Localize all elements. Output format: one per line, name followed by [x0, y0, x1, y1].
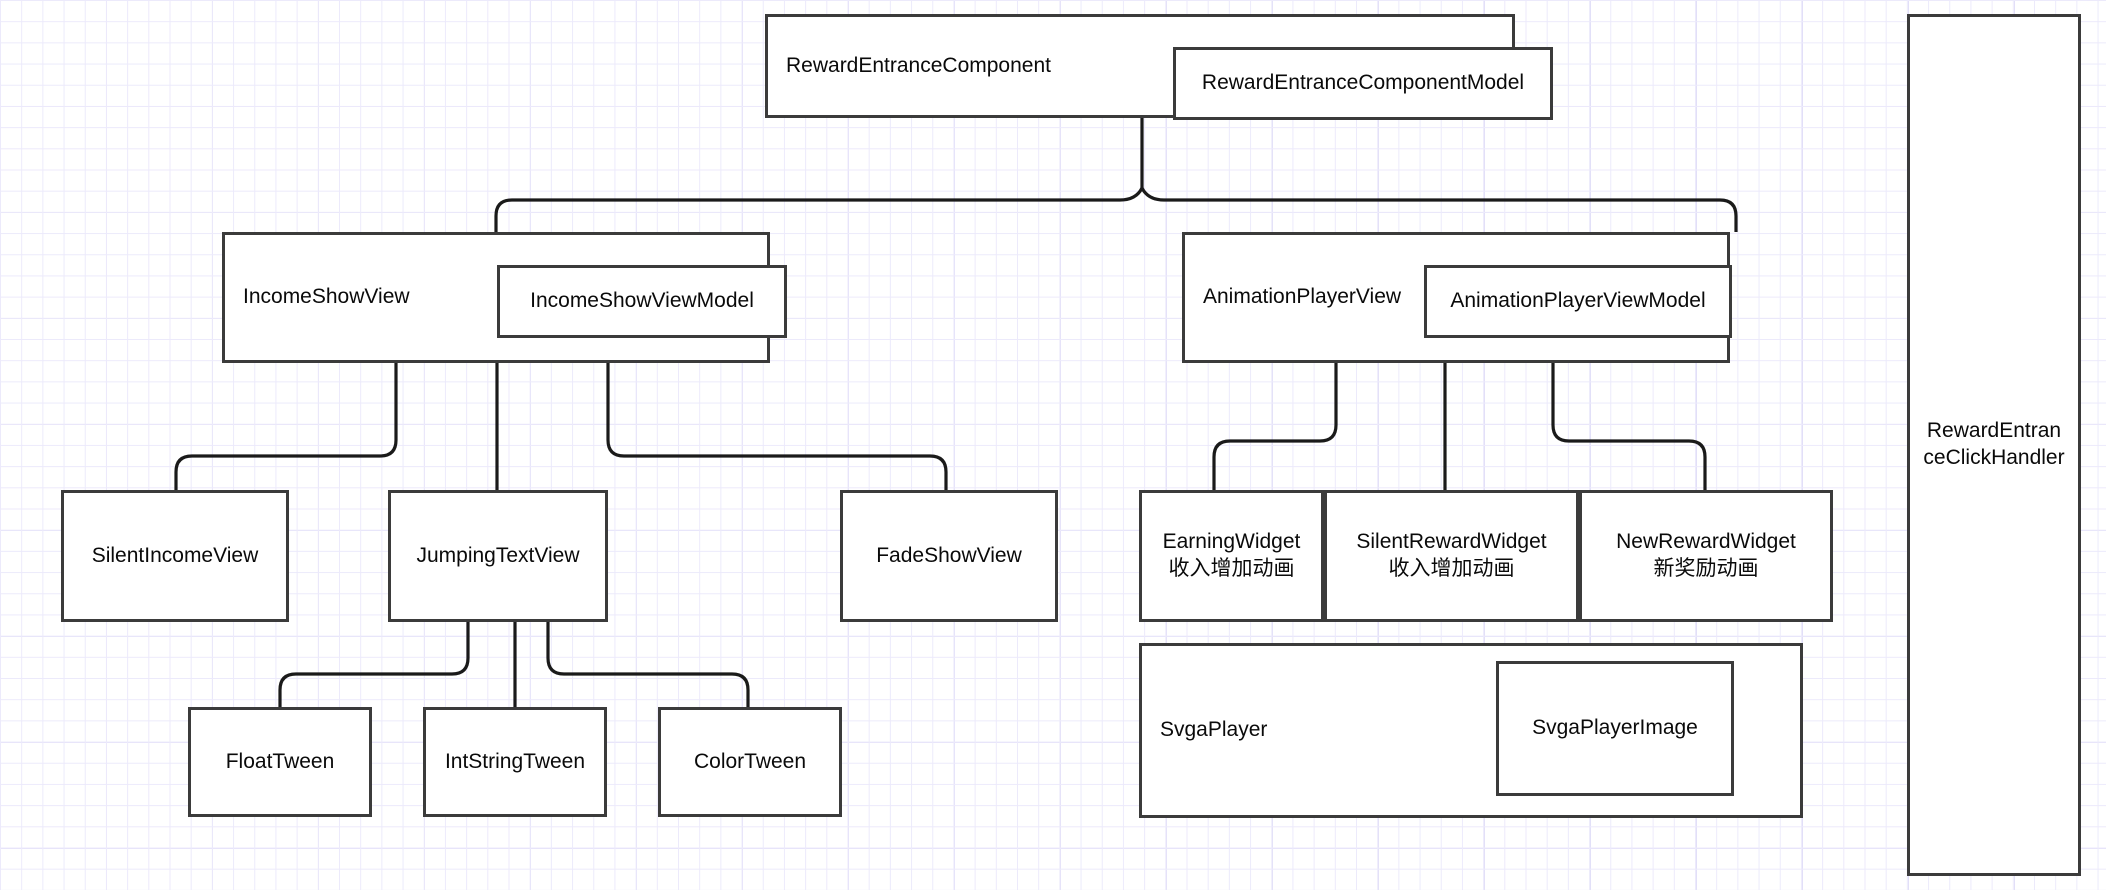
node-label-fade-show-view: FadeShowView: [876, 543, 1022, 567]
edge-incomeshowview-to-fadeshowview: [606, 363, 948, 490]
node-int-string-tween[interactable]: IntStringTween: [423, 707, 607, 817]
node-silent-income-view[interactable]: SilentIncomeView: [61, 490, 289, 622]
node-earning-widget[interactable]: EarningWidget 收入增加动画: [1139, 490, 1324, 622]
node-label-earning-widget: EarningWidget 收入增加动画: [1162, 530, 1301, 580]
node-jumping-text-view[interactable]: JumpingTextView: [388, 490, 608, 622]
node-reward-entrance-component-model[interactable]: RewardEntranceComponentModel: [1173, 47, 1553, 120]
edge-incomeshowview-to-silentincomeview: [174, 363, 398, 490]
node-label-color-tween: ColorTween: [693, 749, 807, 773]
node-label-svga-player: SvgaPlayer: [1160, 718, 1268, 742]
node-income-show-view-model[interactable]: IncomeShowViewModel: [497, 265, 787, 338]
node-label-income-show-view: IncomeShowView: [243, 285, 410, 309]
edge-animationplayerview-to-earningwidget: [1212, 363, 1338, 490]
edge-root-to-incomeshowview: [494, 187, 1144, 232]
node-reward-entrance-click-handler[interactable]: RewardEntran ceClickHandler: [1907, 14, 2081, 876]
node-label-new-reward-widget: NewRewardWidget 新奖励动画: [1616, 530, 1796, 580]
node-label-silent-reward-widget: SilentRewardWidget 收入增加动画: [1356, 530, 1547, 580]
node-new-reward-widget[interactable]: NewRewardWidget 新奖励动画: [1579, 490, 1833, 622]
node-label-animation-player-view: AnimationPlayerView: [1203, 285, 1402, 309]
edge-jumpingtextview-to-floattween: [278, 622, 470, 707]
node-label-jumping-text-view: JumpingTextView: [416, 543, 580, 567]
node-fade-show-view[interactable]: FadeShowView: [840, 490, 1058, 622]
node-label-animation-player-view-model: AnimationPlayerViewModel: [1450, 289, 1706, 313]
node-label-svga-player-image: SvgaPlayerImage: [1532, 716, 1698, 740]
node-float-tween[interactable]: FloatTween: [188, 707, 372, 817]
node-silent-reward-widget[interactable]: SilentRewardWidget 收入增加动画: [1324, 490, 1579, 622]
edge-animationplayerview-to-newrewardwidget: [1551, 363, 1707, 490]
node-label-reward-entrance-click-handler: RewardEntran ceClickHandler: [1923, 419, 2065, 469]
node-label-float-tween: FloatTween: [225, 749, 335, 773]
node-label-reward-entrance-component-model: RewardEntranceComponentModel: [1201, 71, 1525, 95]
node-label-income-show-view-model: IncomeShowViewModel: [530, 289, 754, 313]
node-label-reward-entrance-component: RewardEntranceComponent: [786, 53, 1051, 77]
node-svga-player-image[interactable]: SvgaPlayerImage: [1496, 661, 1734, 796]
node-label-int-string-tween: IntStringTween: [444, 749, 586, 773]
node-label-silent-income-view: SilentIncomeView: [91, 543, 259, 567]
edge-jumpingtextview-to-colortween: [546, 622, 750, 707]
edge-root-to-animationplayerview: [1140, 187, 1738, 232]
node-color-tween[interactable]: ColorTween: [658, 707, 842, 817]
node-animation-player-view-model[interactable]: AnimationPlayerViewModel: [1424, 265, 1732, 338]
